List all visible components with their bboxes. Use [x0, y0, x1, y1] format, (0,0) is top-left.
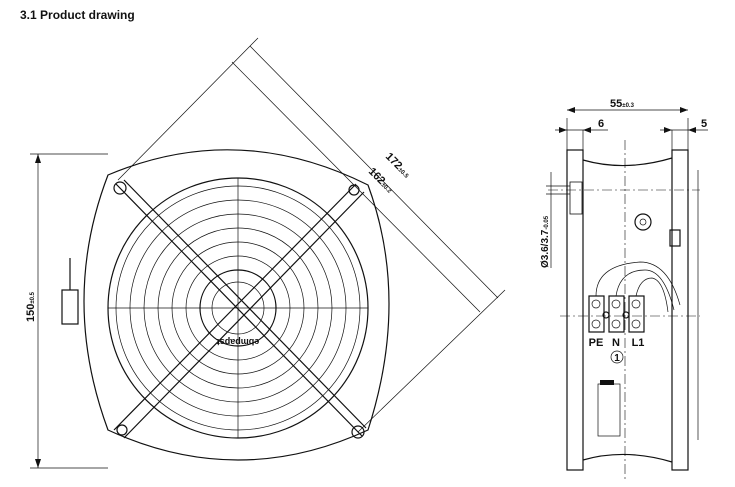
fan-housing [83, 149, 390, 461]
mounting-screw [351, 425, 365, 439]
front-view: ebmpapst 150±0.5 172±0.5 162±0.2 [25, 37, 506, 469]
mounting-screw [113, 181, 127, 195]
dim-hole-diameter: Ø3.6/3.7-0.05 [540, 215, 551, 268]
side-view: PE N L1 1 55±0.3 6 5 Ø3.6/3.7-0.05 [540, 98, 708, 480]
callout-circle [610, 350, 624, 364]
dim-height: 150±0.5 [25, 291, 37, 322]
dim-flange-left: 6 [598, 118, 604, 130]
cable-connector [61, 289, 79, 325]
terminal-label-pe: PE [589, 337, 604, 349]
terminal-block [588, 295, 645, 333]
brand-logo: ebmpapst [217, 337, 260, 347]
terminal-label-l1: L1 [632, 337, 645, 349]
section-title: 3.1 Product drawing [20, 8, 135, 22]
guard-bar [113, 183, 357, 431]
callout-number: 1 [614, 353, 620, 364]
dim-depth: 55±0.3 [610, 98, 635, 110]
dim-diagonal-outer: 172±0.5 [383, 151, 413, 181]
dim-flange-right: 5 [701, 118, 707, 130]
guard-bar [115, 183, 363, 437]
terminal-label-n: N [612, 337, 620, 349]
